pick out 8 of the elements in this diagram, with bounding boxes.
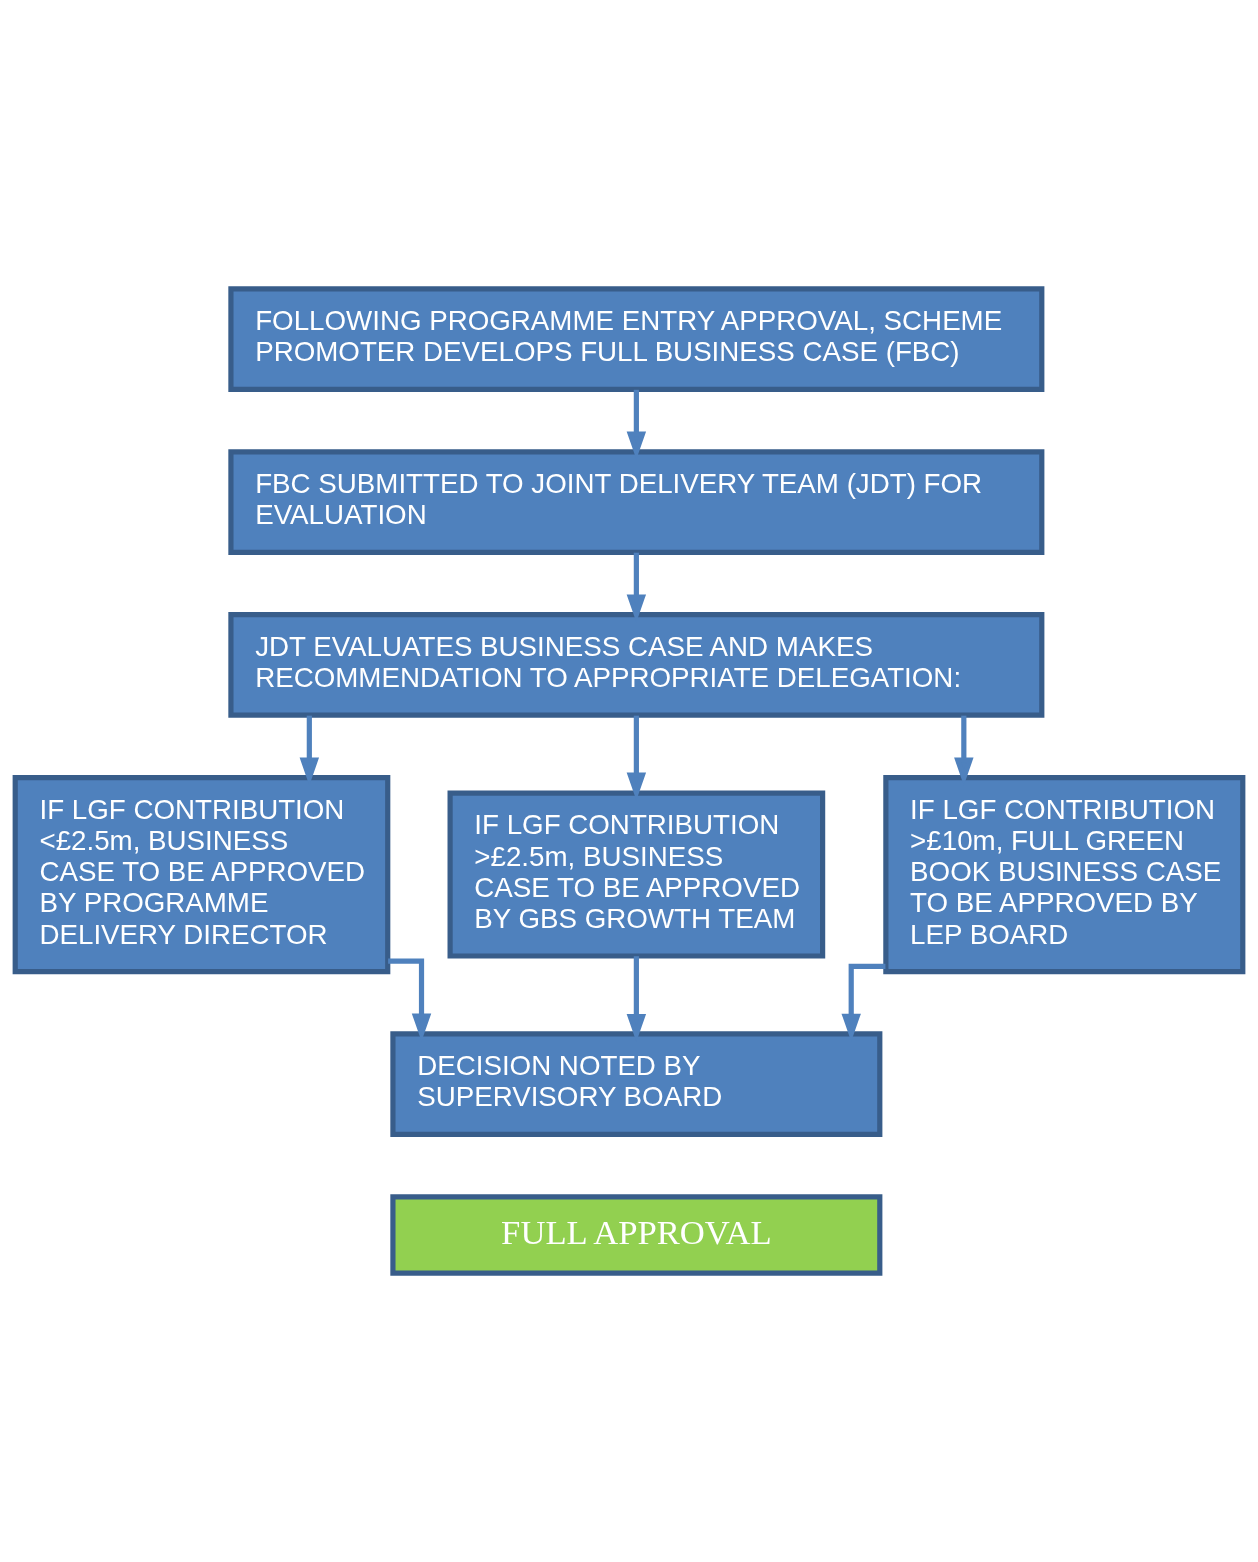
node-box: IF LGF CONTRIBUTION <£2.5m, BUSINESS CASE TO BE APPROVED BY PROGRAMME DELIVERY DIRECTOR bbox=[12, 774, 391, 975]
node-box: FBC SUBMITTED TO JOINT DELIVERY TEAM (JDT) FOR EVALUATION bbox=[228, 449, 1045, 555]
node-box: JDT EVALUATES BUSINESS CASE AND MAKES RECOMMENDATION TO APPROPRIATE DELEGATION: bbox=[228, 612, 1045, 718]
node-box: FOLLOWING PROGRAMME ENTRY APPROVAL, SCHEME PROMOTER DEVELOPS FULL BUSINESS CASE (FBC) bbox=[228, 286, 1045, 393]
node-box: FULL APPROVAL bbox=[390, 1194, 883, 1276]
node-box: IF LGF CONTRIBUTION >£2.5m, BUSINESS CASE TO BE APPROVED BY GBS GROWTH TEAM bbox=[447, 790, 826, 959]
node-box: DECISION NOTED BY SUPERVISORY BOARD bbox=[390, 1031, 883, 1138]
node-box: IF LGF CONTRIBUTION >£10m, FULL GREEN BOOK BUSINESS CASE TO BE APPROVED BY LEP BOARD bbox=[883, 774, 1246, 975]
